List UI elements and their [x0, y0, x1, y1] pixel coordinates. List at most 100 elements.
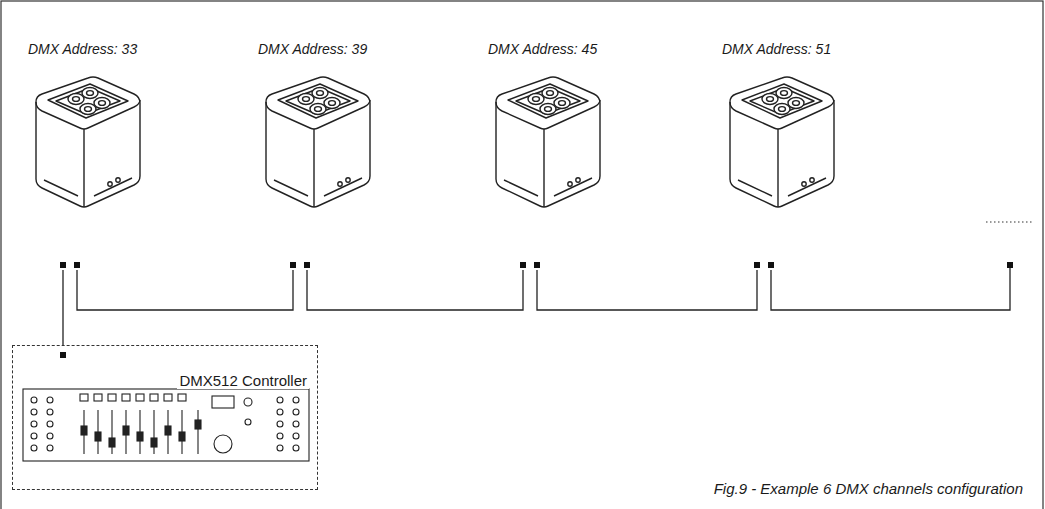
fixture-edge — [36, 100, 140, 129]
lens-plate — [516, 88, 580, 114]
lens-plate — [286, 88, 350, 114]
led-lens — [774, 104, 790, 115]
fader-knob — [179, 432, 185, 441]
figure-caption: Fig.9 - Example 6 DMX channels configura… — [714, 480, 1023, 497]
dmx-cable — [77, 270, 293, 310]
led-lens — [788, 98, 804, 109]
controller-box: DMX512 Controller — [12, 345, 318, 490]
display — [212, 396, 234, 408]
fixture-node: DMX Address: 33 — [28, 40, 188, 270]
address-label: DMX Address: 33 — [28, 41, 137, 57]
fixture-node: DMX Address: 45 — [488, 40, 648, 270]
scene-button — [178, 394, 186, 401]
led-lens-core — [779, 107, 786, 112]
button — [293, 397, 299, 403]
continuation-dots — [986, 221, 1032, 222]
dmx-cable — [62, 270, 63, 345]
fixture-port — [576, 178, 580, 182]
fader-knob — [165, 426, 171, 435]
led-lens-core — [317, 91, 324, 96]
fader-knob — [195, 420, 201, 429]
led-lens-core — [781, 91, 788, 96]
fixture-outline — [496, 77, 600, 207]
fader-knob — [137, 432, 143, 441]
led-lens — [324, 98, 340, 109]
address-label: DMX Address: 51 — [722, 41, 831, 57]
button — [277, 397, 283, 403]
button — [47, 409, 53, 415]
fixture-port — [346, 178, 350, 182]
led-lens — [310, 104, 326, 115]
led-lens — [298, 94, 314, 105]
button — [47, 433, 53, 439]
fixture-body — [730, 77, 834, 207]
led-lens — [68, 94, 84, 105]
fixture-illustration — [490, 72, 604, 212]
fixture-top — [48, 84, 128, 118]
led-lens — [762, 94, 778, 105]
button — [31, 397, 37, 403]
fixture-body — [36, 77, 140, 207]
connector-plug — [60, 262, 66, 268]
fixture-edge — [730, 100, 834, 129]
connector-plug — [754, 262, 760, 268]
led-lens — [542, 88, 558, 99]
button — [277, 445, 283, 451]
connector-plug — [74, 262, 80, 268]
fixture-illustration — [260, 72, 374, 212]
fixture-base-line — [504, 178, 592, 196]
fixture-node: DMX Address: 39 — [258, 40, 418, 270]
led-lens — [80, 104, 96, 115]
fixture-node: DMX Address: 51 — [722, 40, 882, 270]
led-lens-core — [303, 97, 310, 102]
connector-plug — [534, 262, 540, 268]
led-lens — [554, 98, 570, 109]
button — [277, 433, 283, 439]
fixture-illustration — [30, 72, 144, 212]
button — [47, 397, 53, 403]
led-lens-core — [547, 91, 554, 96]
led-lens-core — [793, 101, 800, 106]
button — [245, 419, 251, 425]
dmx-cable — [307, 270, 523, 310]
button — [293, 433, 299, 439]
led-lens — [82, 88, 98, 99]
button — [277, 409, 283, 415]
lens-plate — [750, 88, 814, 114]
fader-knob — [123, 426, 129, 435]
scene-button — [94, 394, 102, 401]
button — [277, 421, 283, 427]
fixture-corner — [777, 129, 778, 207]
fixture-base-line — [738, 178, 826, 196]
button — [31, 409, 37, 415]
fader-knob — [151, 438, 157, 447]
fader-knob — [95, 432, 101, 441]
fixture-top — [278, 84, 358, 118]
led-lens — [540, 104, 556, 115]
led-lens-core — [87, 91, 94, 96]
led-lens — [776, 88, 792, 99]
fader-knob — [81, 426, 87, 435]
dmx-cable — [537, 270, 757, 310]
trailing-cable — [771, 265, 1010, 310]
button — [244, 398, 252, 406]
fixture-edge — [496, 100, 600, 129]
led-lens-core — [329, 101, 336, 106]
connector-plug — [290, 262, 296, 268]
fixture-port — [108, 182, 112, 186]
connector-plug — [520, 262, 526, 268]
fixture-outline — [266, 77, 370, 207]
address-label: DMX Address: 39 — [258, 41, 367, 57]
scene-button — [80, 394, 88, 401]
connector-plug — [1007, 262, 1013, 268]
led-lens — [94, 98, 110, 109]
button — [293, 409, 299, 415]
fixture-port — [810, 178, 814, 182]
connector-plug — [304, 262, 310, 268]
connector-plug — [60, 352, 66, 358]
button — [293, 421, 299, 427]
controller-panel — [23, 389, 309, 461]
led-lens-core — [315, 107, 322, 112]
button — [47, 421, 53, 427]
